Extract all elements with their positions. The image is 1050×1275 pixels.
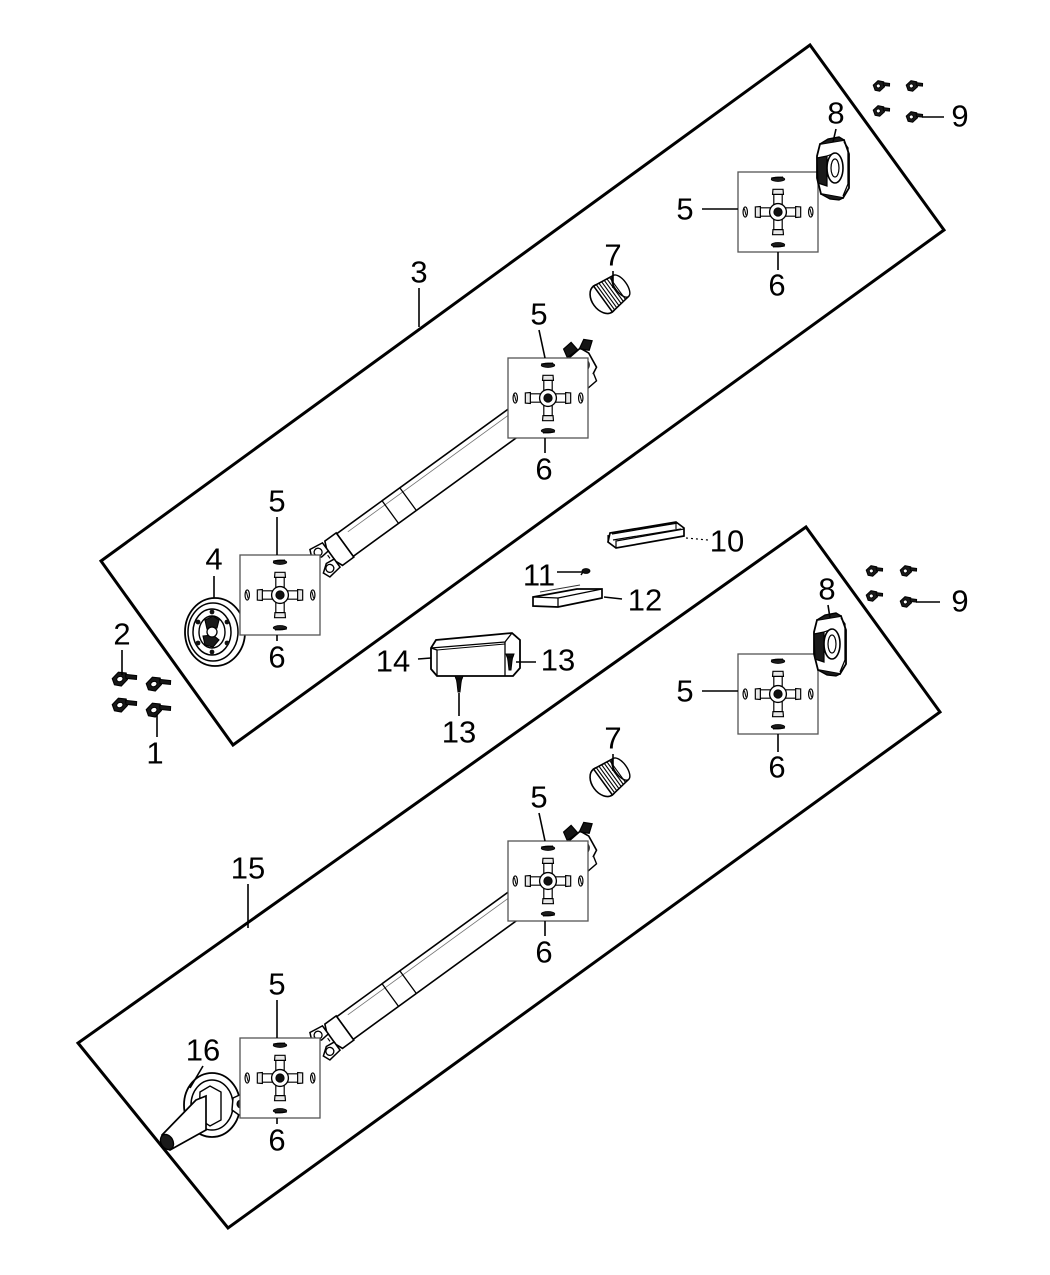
callout-14: 14: [375, 643, 411, 679]
leader-10: [685, 537, 709, 541]
callout-7-lower: 7: [604, 720, 622, 756]
bolt-left-lower: [110, 692, 139, 715]
callout-5-upper-left: 5: [268, 483, 286, 519]
shield-screw: [580, 568, 591, 576]
flange-yoke-lower: [813, 612, 847, 677]
callout-5-upper-right: 5: [676, 191, 694, 227]
callout-6-upper-right: 6: [768, 267, 786, 303]
slip-yoke: [159, 1072, 251, 1151]
callout-5-lower-right: 5: [676, 673, 694, 709]
flange-damper: [184, 597, 246, 667]
callout-9-upper: 9: [951, 98, 969, 134]
callout-6-lower-mid: 6: [535, 934, 553, 970]
heat-shield: [607, 521, 685, 549]
leader-16: [189, 1065, 204, 1089]
center-loose-parts: [110, 521, 709, 737]
callout-9-lower: 9: [951, 583, 969, 619]
bolt-lower-right: [144, 697, 173, 720]
callout-5-lower-mid: 5: [530, 779, 548, 815]
callout-8-lower: 8: [818, 571, 836, 607]
flange-yoke-upper: [816, 136, 850, 201]
callout-16: 16: [185, 1032, 221, 1068]
insulator-plate: [532, 584, 603, 608]
callout-15: 15: [230, 850, 266, 886]
leader-12: [603, 596, 623, 600]
callout-6-lower-right: 6: [768, 749, 786, 785]
callout-2: 2: [113, 616, 131, 652]
leader-5-upper-mid: [538, 329, 546, 359]
callout-6-lower-left: 6: [268, 1122, 286, 1158]
leader-14: [417, 657, 432, 660]
callout-13-right: 13: [540, 642, 576, 678]
callout-5-lower-left: 5: [268, 966, 286, 1002]
callout-11: 11: [522, 557, 556, 593]
callout-8-upper: 8: [827, 95, 845, 131]
callout-5-upper-mid: 5: [530, 296, 548, 332]
leader-8-lower: [827, 604, 831, 619]
callout-12: 12: [627, 582, 663, 618]
bolt-upper-left: [110, 666, 139, 689]
bracket-bolt-lower: [454, 675, 464, 693]
bracket-bolt-right: [505, 653, 515, 671]
callout-6-upper-left: 6: [268, 639, 286, 675]
callout-7-upper: 7: [604, 237, 622, 273]
center-bearing-bracket: [430, 632, 521, 677]
upper-assembly-group: [98, 42, 947, 748]
yoke-bolts-lower: [864, 561, 919, 610]
yoke-bolts-upper: [871, 76, 925, 125]
callout-4: 4: [205, 541, 223, 577]
leader-5-lower-mid: [538, 812, 546, 842]
callout-1: 1: [146, 735, 164, 771]
callout-10: 10: [709, 523, 745, 559]
lower-assembly-group: [75, 524, 943, 1231]
callout-13-lower: 13: [441, 714, 477, 750]
leader-8-upper: [832, 128, 837, 143]
callout-3: 3: [410, 254, 428, 290]
callout-6-upper-mid: 6: [535, 451, 553, 487]
bolt-right-upper: [144, 671, 173, 694]
